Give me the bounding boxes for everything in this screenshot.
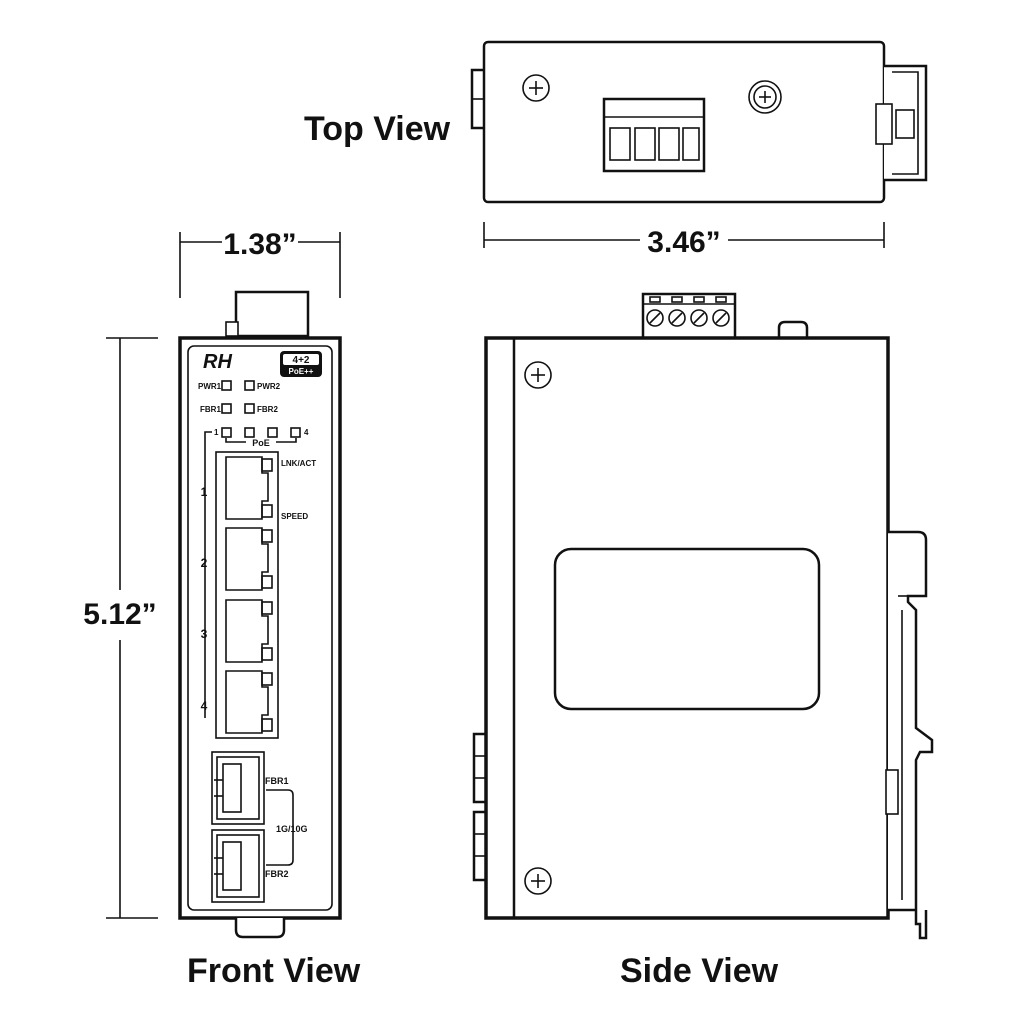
side-din-clip [885,530,934,940]
poe-led-first-label: 1 [214,428,219,437]
sfp-fbr2-label: FBR2 [265,869,289,879]
port-number-3: 3 [201,627,208,641]
rj45-led-link-2 [261,529,273,543]
sfp-port-1 [211,751,265,825]
height-dimension-label: 5.12” [83,598,156,631]
port-number-2: 2 [201,556,208,570]
depth-dimension-label: 3.46” [647,226,720,259]
front-bottom-clip [234,918,286,939]
led-pwr2-label: PWR2 [257,382,281,391]
led-pwr1 [221,380,232,391]
lnk-act-label: LNK/ACT [281,459,316,468]
led-pwr2 [244,380,255,391]
top-view [470,40,928,204]
rj45-port-block [215,451,279,739]
side-view-label: Side View [620,952,779,990]
terminal-screw-icon [646,309,664,327]
rj45-led-speed-1 [261,504,273,518]
rj45-led-link-4 [261,672,273,686]
top-view-terminal-block [602,97,706,173]
terminal-screw-icon [668,309,686,327]
terminal-screw-icon [712,309,730,327]
poe-led-1 [221,427,232,438]
poe-label: PoE [252,438,270,448]
led-fbr1-label: FBR1 [200,405,221,414]
front-terminal-block [234,290,310,338]
poe-led-3 [267,427,278,438]
poe-led-4 [290,427,301,438]
top-view-screw-right-icon [748,80,782,114]
sfp-fbr1-label: FBR1 [265,776,289,786]
rj45-port-1 [225,456,273,520]
side-view-body [484,336,890,920]
side-screw-top-icon [524,361,552,389]
rj45-led-speed-4 [261,718,273,732]
port-number-1: 1 [201,485,208,499]
poe-badge: 4+2 PoE++ [280,351,322,377]
front-view-label: Front View [187,952,361,990]
side-view [472,292,934,940]
front-view: RH 4+2 PoE++ PWR1 PWR2 FBR1 FBR2 1 4 PoE… [178,290,342,939]
terminal-screw-icon [690,309,708,327]
top-view-din-clip [875,64,928,182]
sfp-port-2 [211,829,265,903]
poe-badge-ports: 4+2 [293,355,310,366]
side-terminal-block [641,292,737,340]
led-fbr1 [221,403,232,414]
rj45-port-4 [225,670,273,734]
led-pwr1-label: PWR1 [198,382,222,391]
brand-logo: RH [203,351,232,373]
led-fbr2 [244,403,255,414]
rj45-port-3 [225,599,273,663]
led-fbr2-label: FBR2 [257,405,278,414]
front-view-body [178,336,342,920]
top-view-label: Top View [304,110,451,148]
rj45-led-link-3 [261,601,273,615]
poe-led-last-label: 4 [304,428,309,437]
rj45-led-speed-3 [261,647,273,661]
poe-badge-standard: PoE++ [289,367,314,376]
port-number-4: 4 [201,699,208,713]
poe-led-2 [244,427,255,438]
side-label-area [553,547,821,711]
rj45-port-2 [225,527,273,591]
top-view-screw-left-icon [522,74,550,102]
depth-dimension: 3.46” [483,222,885,259]
width-dimension-label: 1.38” [223,228,296,261]
rj45-led-speed-2 [261,575,273,589]
rj45-led-link-1 [261,458,273,472]
side-screw-bottom-icon [524,867,552,895]
side-top-bump [777,320,809,338]
speed-label: SPEED [281,512,308,521]
height-dimension: 5.12” [83,337,158,919]
sfp-speed-label: 1G/10G [276,824,308,834]
front-panel-inner [187,345,333,911]
width-dimension: 1.38” [179,228,341,298]
